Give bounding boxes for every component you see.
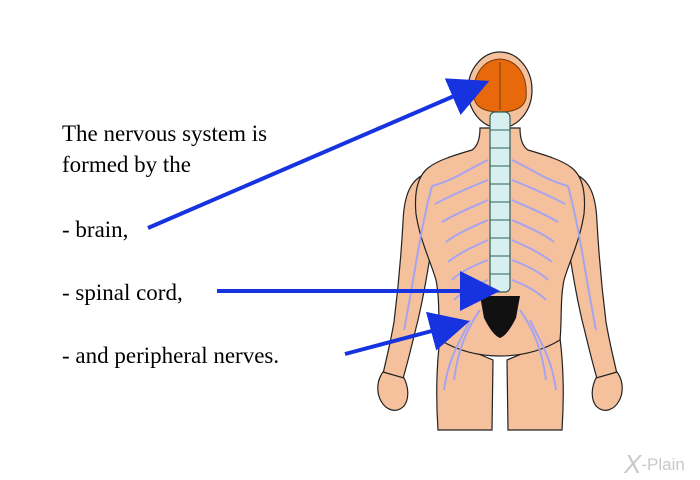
arrow-brain (147, 78, 490, 230)
xplain-logo: X-Plain (624, 449, 685, 480)
label-spinal-cord: - spinal cord, (62, 280, 183, 305)
vertebrae (490, 129, 510, 275)
label-brain: - brain, (62, 217, 129, 242)
label-peripheral-nerves: - and peripheral nerves. (62, 343, 280, 368)
peripheral-nerves (403, 159, 597, 391)
logo-text: -Plain (641, 455, 685, 474)
arrow-peripheral-nerves (344, 311, 470, 356)
intro-line-1: The nervous system is (62, 121, 268, 146)
intro-line-2: formed by the (62, 152, 192, 177)
logo-mark: X (624, 449, 642, 479)
